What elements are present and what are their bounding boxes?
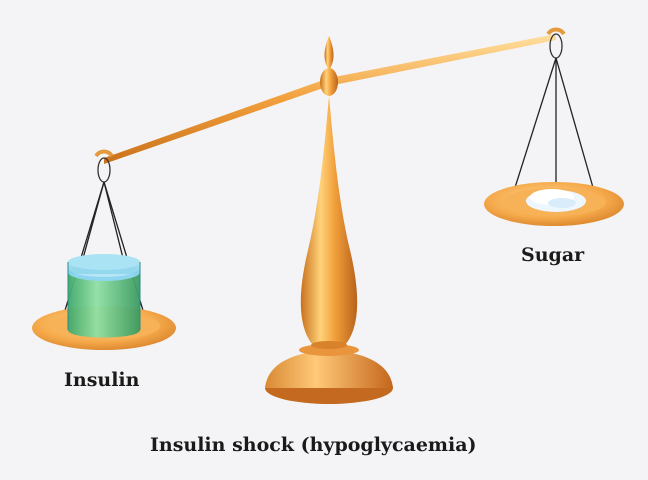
insulin-label: Insulin	[64, 369, 139, 391]
scale-base	[265, 344, 393, 404]
scale-finial	[320, 36, 338, 96]
insulin-jar-icon	[68, 254, 140, 338]
sugar-label: Sugar	[521, 244, 584, 266]
scale-pillar	[301, 96, 357, 349]
diagram-caption: Insulin shock (hypoglycaemia)	[150, 434, 477, 456]
